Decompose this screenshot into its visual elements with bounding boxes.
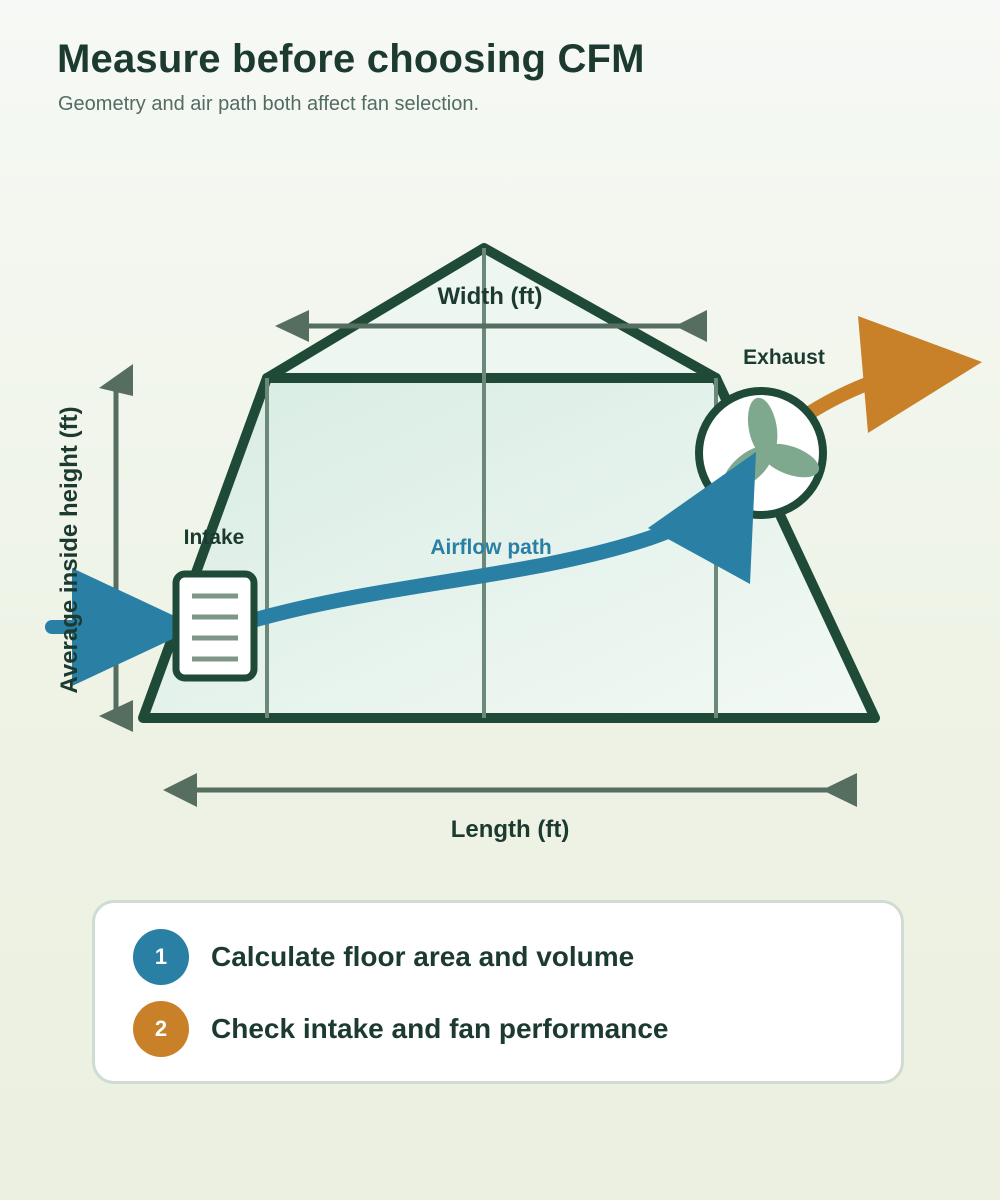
length-label: Length (ft) (451, 816, 570, 843)
page-title: Measure before choosing CFM (57, 37, 645, 81)
height-dimension (99, 364, 133, 732)
intake-arrowhead (72, 568, 198, 686)
step-item: 1 Calculate floor area and volume (133, 929, 634, 985)
airflow-arrowhead (648, 452, 756, 584)
step-number-badge: 1 (133, 929, 189, 985)
width-dimension (275, 310, 707, 342)
length-arrow-left (163, 773, 197, 807)
header: Measure before choosing CFM Geometry and… (57, 36, 937, 116)
step-text: Check intake and fan performance (211, 1013, 669, 1044)
airflow-path (246, 452, 756, 628)
height-label: Average inside height (ft) (56, 406, 83, 693)
intake-arrow (45, 568, 198, 686)
exhaust-arrow (789, 316, 982, 433)
height-arrow-bottom (99, 700, 133, 732)
step-number-badge: 2 (133, 1001, 189, 1057)
step-item: 2 Check intake and fan performance (133, 1001, 668, 1057)
height-arrow-top (99, 364, 133, 396)
width-arrow-right (675, 310, 707, 342)
page-subtitle: Geometry and air path both affect fan se… (58, 93, 479, 115)
length-dimension (163, 773, 857, 807)
width-label: Width (ft) (437, 283, 542, 310)
length-arrow-right (822, 773, 857, 807)
step-text: Calculate floor area and volume (211, 941, 635, 972)
airflow-label: Airflow path (430, 536, 551, 559)
intake-vent-icon (172, 570, 258, 682)
intake-label: Intake (184, 526, 245, 549)
greenhouse-roof (262, 243, 721, 383)
width-arrow-left (275, 310, 309, 342)
exhaust-arrowhead (858, 316, 982, 433)
steps-card: 1 Calculate floor area and volume 2 Chec… (92, 900, 904, 1084)
exhaust-label: Exhaust (743, 346, 825, 369)
greenhouse-diagram: Width (ft) Exhaust Intake Airflow path L… (45, 243, 982, 843)
